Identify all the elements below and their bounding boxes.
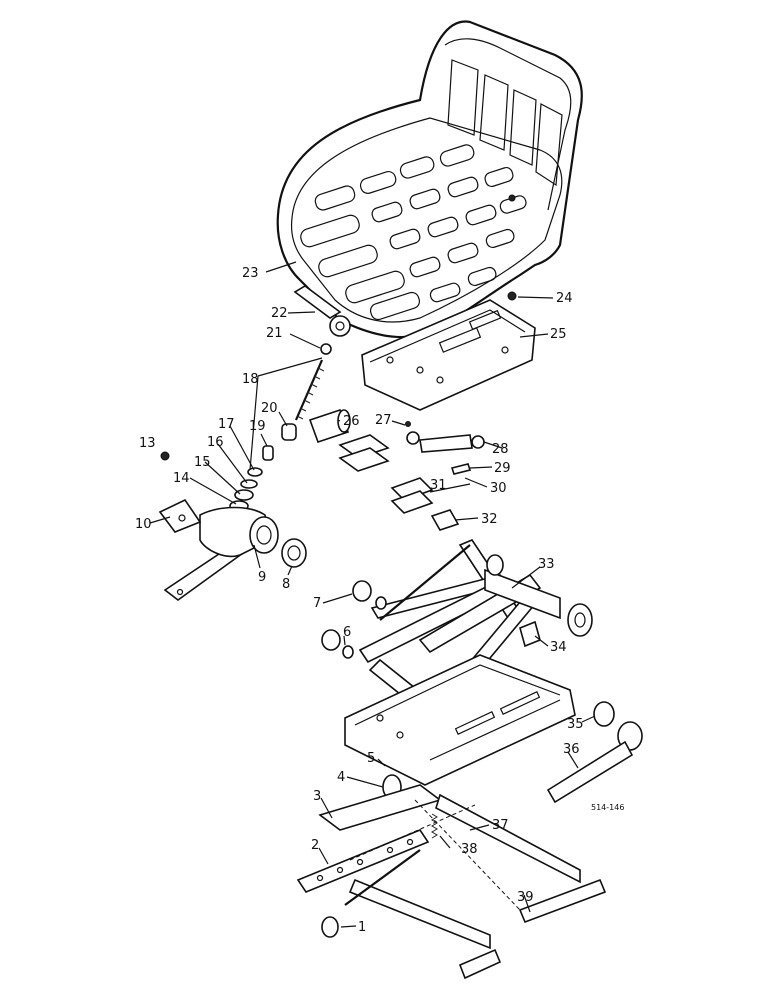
reference-code: 514-146 — [591, 803, 624, 812]
label-10: 10 — [135, 517, 152, 532]
label-9: 9 — [258, 570, 266, 585]
label-6: 6 — [343, 625, 351, 640]
seat-pan — [276, 20, 583, 339]
label-13: 13 — [139, 436, 156, 451]
label-22: 22 — [271, 306, 288, 321]
label-14: 14 — [173, 471, 190, 486]
scissor-mechanism — [358, 539, 593, 720]
base-frame — [344, 654, 576, 786]
label-21: 21 — [266, 326, 283, 341]
adjusting-knob — [308, 408, 351, 444]
label-2: 2 — [311, 838, 319, 853]
threaded-rod — [294, 359, 325, 421]
label-32: 32 — [481, 512, 498, 527]
label-4: 4 — [337, 770, 345, 785]
label-25: 25 — [550, 327, 567, 342]
label-36: 36 — [563, 742, 580, 757]
label-39: 39 — [517, 890, 534, 905]
knob-1 — [321, 916, 339, 938]
label-15: 15 — [194, 455, 211, 470]
label-18: 18 — [242, 372, 259, 387]
label-16: 16 — [207, 435, 224, 450]
label-7: 7 — [313, 596, 321, 611]
label-20: 20 — [261, 401, 278, 416]
roller-6 — [321, 629, 354, 659]
block-34 — [519, 620, 541, 648]
part-24-nut — [507, 291, 517, 301]
bushing-8 — [281, 538, 307, 568]
seat-bracket-plate — [361, 299, 536, 411]
label-17: 17 — [218, 417, 235, 432]
bracket-10 — [158, 498, 202, 533]
label-26: 26 — [343, 414, 360, 429]
label-23: 23 — [242, 266, 259, 281]
adjust-handle — [293, 285, 351, 355]
roller-7 — [352, 580, 387, 610]
label-38: 38 — [461, 842, 478, 857]
label-31: 31 — [430, 478, 447, 493]
label-27: 27 — [375, 413, 392, 428]
label-5: 5 — [367, 751, 375, 766]
label-28: 28 — [492, 442, 509, 457]
part-labels: 1 2 3 4 5 6 7 8 9 10 13 14 15 16 17 18 1… — [135, 266, 624, 935]
bushing-20 — [281, 423, 297, 441]
release-lever — [546, 701, 643, 804]
label-8: 8 — [282, 577, 290, 592]
label-34: 34 — [550, 640, 567, 655]
label-30: 30 — [490, 481, 507, 496]
label-1: 1 — [358, 920, 366, 935]
spring-38 — [431, 813, 438, 839]
leader-lines — [149, 261, 596, 928]
label-35: 35 — [567, 717, 584, 732]
label-37: 37 — [492, 818, 509, 833]
label-19: 19 — [249, 419, 266, 434]
label-24: 24 — [556, 291, 573, 306]
label-33: 33 — [538, 557, 555, 572]
slide-rails — [296, 784, 607, 980]
rubber-stops — [338, 434, 460, 531]
part-13-nut — [160, 451, 170, 461]
pivot-arm — [163, 506, 279, 601]
shock-absorber — [405, 421, 485, 475]
label-3: 3 — [313, 789, 321, 804]
sleeve-19 — [262, 445, 274, 461]
label-29: 29 — [494, 461, 511, 476]
